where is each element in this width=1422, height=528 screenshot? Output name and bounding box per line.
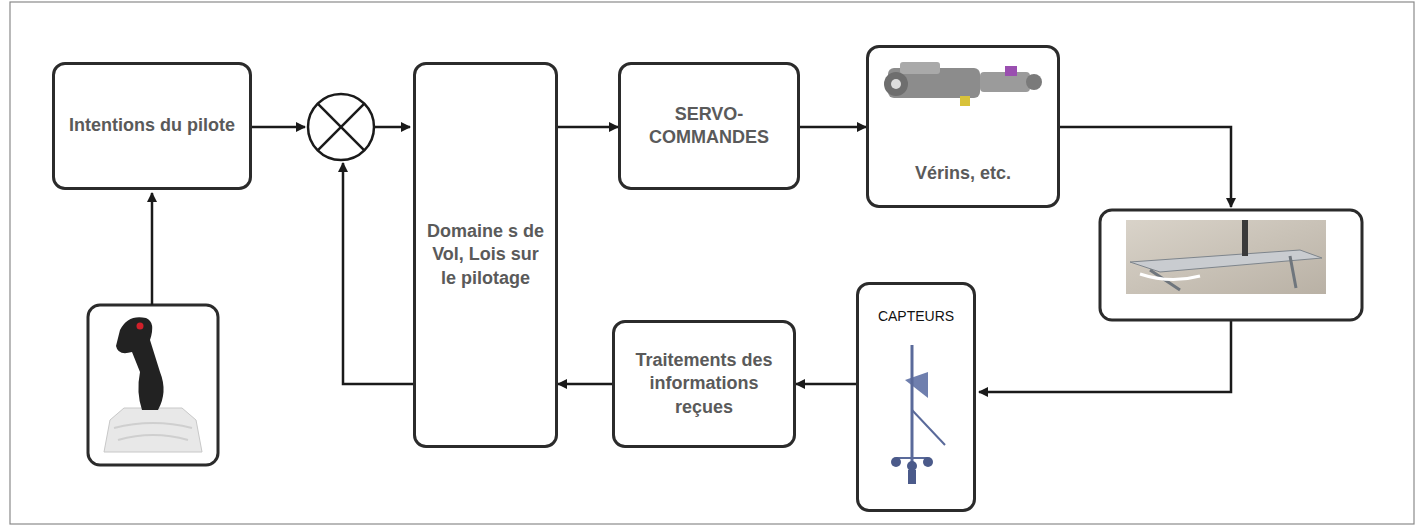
node-label: SERVO- COMMANDES (633, 103, 785, 150)
node-label: Intentions du pilote (69, 114, 235, 137)
sensor-box: CAPTEURS (856, 282, 976, 512)
actuator-box: Vérins, etc. (866, 45, 1060, 208)
boat-picture (1100, 210, 1362, 320)
node-label: Traitements des informations reçues (627, 349, 781, 419)
flow-arrow (800, 126, 866, 129)
node-label: Domaine s de Vol, Lois sur le pilotage (426, 220, 545, 290)
flow-arrow (558, 126, 618, 129)
flow-arrow (796, 383, 856, 386)
summing-junction (308, 94, 374, 160)
node-label: CAPTEURS (878, 307, 954, 325)
actuator-picture (884, 62, 1042, 106)
process-box: Traitements des informations reçues (612, 320, 796, 448)
control-law-box: Domaine s de Vol, Lois sur le pilotage (413, 62, 558, 448)
anemometer-picture (891, 345, 945, 484)
flow-arrow (558, 383, 612, 386)
process-box: SERVO- COMMANDES (618, 62, 800, 190)
process-box: Intentions du pilote (52, 62, 252, 190)
joystick-picture (88, 305, 218, 465)
outer-frame (10, 2, 1414, 524)
node-label: Vérins, etc. (915, 162, 1011, 185)
